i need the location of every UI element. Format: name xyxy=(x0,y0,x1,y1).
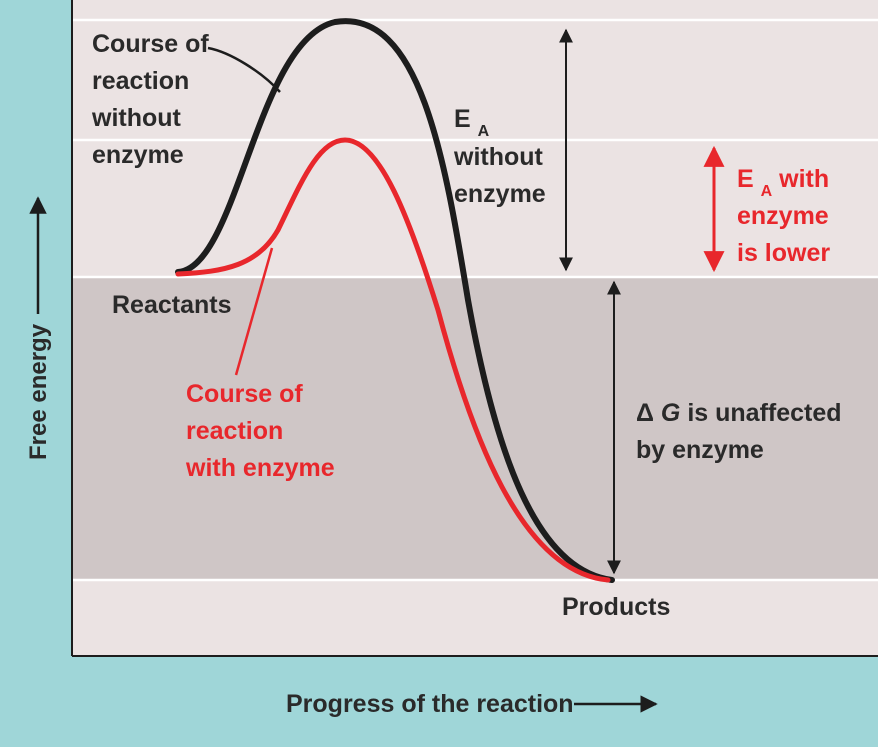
label-without-enzyme-line: without xyxy=(91,104,182,132)
label-without-enzyme-line: reaction xyxy=(92,67,189,95)
ea-without-subscript: A xyxy=(478,123,490,140)
delta-g-line2: by enzyme xyxy=(636,436,764,464)
label-with-enzyme-line: Course of xyxy=(186,380,303,408)
ea-without-line: enzyme xyxy=(454,180,546,208)
ea-without-symbol: E xyxy=(454,105,471,133)
ea-with-suffix: with xyxy=(778,165,829,193)
label-reactants: Reactants xyxy=(112,291,232,319)
ea-with-subscript: A xyxy=(761,183,773,200)
ea-without-line: without xyxy=(453,143,544,171)
label-with-enzyme-line: reaction xyxy=(186,417,283,445)
delta-g-suffix: is unaffected xyxy=(687,399,841,427)
y-axis-label: Free energy xyxy=(25,323,52,460)
label-without-enzyme-line: enzyme xyxy=(92,141,184,169)
label-without-enzyme: Course of reaction without enzyme xyxy=(91,30,216,169)
label-without-enzyme-line: Course of xyxy=(92,30,209,58)
pointer-without-enzyme xyxy=(207,46,281,93)
label-products: Products xyxy=(562,593,670,621)
plot-panel-lower xyxy=(72,580,878,656)
delta-g-symbol: Δ xyxy=(636,399,654,427)
ea-with-line: enzyme xyxy=(737,202,829,230)
curve-with-enzyme xyxy=(175,137,611,583)
plot-panel-upper xyxy=(72,0,878,277)
y-axis-label-group: Free energy xyxy=(25,196,52,460)
curve-without-enzyme xyxy=(175,18,615,583)
label-with-enzyme: Course of reaction with enzyme xyxy=(185,380,335,482)
ea-with-symbol: E xyxy=(737,165,754,193)
delta-g-italic: G xyxy=(661,399,680,427)
x-axis-label: Progress of the reaction xyxy=(286,690,574,718)
label-ea-without: E A without enzyme xyxy=(453,105,550,208)
label-with-enzyme-line: with enzyme xyxy=(185,454,335,482)
label-delta-g: Δ G is unaffected by enzyme xyxy=(636,399,848,464)
pointer-with-enzyme xyxy=(234,247,274,376)
ea-with-line: is lower xyxy=(737,239,830,267)
label-ea-with: E A with enzyme is lower xyxy=(737,165,836,267)
